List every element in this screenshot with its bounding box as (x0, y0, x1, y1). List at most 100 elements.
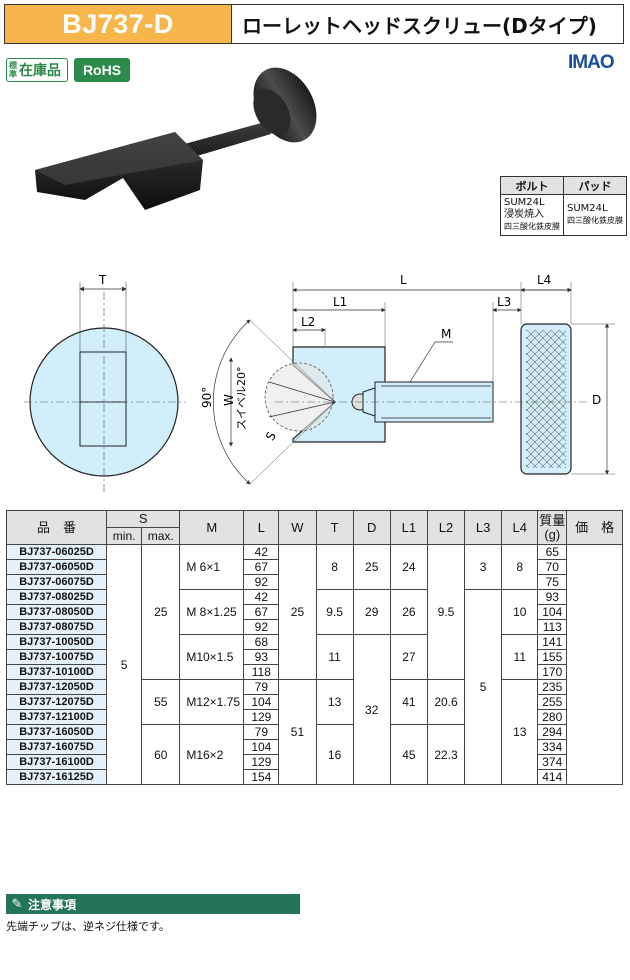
table-row: BJ737-16050D 60 M16×2 79 16 45 22.3 294 (5, 724, 623, 785)
cell-mass: 334 (537, 739, 568, 755)
material-pad: SUM24L 四三酸化鉄皮膜 (563, 194, 627, 236)
header-part-number: 品 番 (5, 510, 108, 545)
material-header-pad: パッド (563, 176, 627, 195)
cell-l: 154 (243, 769, 280, 785)
cell-smax: 55 (141, 679, 181, 725)
rohs-badge: RoHS (74, 58, 130, 82)
cell-l: 92 (243, 574, 280, 590)
caution-title: 注意事項 (28, 897, 77, 912)
pencil-icon: ✎ (11, 896, 23, 912)
cell-l1: 45 (389, 724, 428, 785)
dim-angle-label: 90° (200, 387, 214, 408)
material-header-bolt: ボルト (500, 176, 564, 195)
part-number: BJ737-10100D (5, 664, 108, 680)
cell-t: 9.5 (315, 589, 354, 635)
table-row: BJ737-06075D 92 75 (5, 574, 623, 590)
cell-l4: 13 (501, 679, 539, 785)
part-number: BJ737-12100D (5, 709, 108, 725)
part-number: BJ737-08025D (5, 589, 108, 605)
cell-l1: 26 (389, 589, 428, 635)
header-l3: L3 (464, 510, 503, 545)
header-s-max: max. (141, 527, 181, 545)
dim-l2-label: L2 (301, 315, 315, 329)
cell-l: 104 (243, 694, 280, 710)
cell-l: 79 (243, 724, 280, 740)
cell-l2: 22.3 (426, 724, 466, 785)
cell-l1: 27 (389, 634, 428, 680)
cell-t: 16 (315, 724, 354, 785)
header-mass-label: 質量 (539, 512, 566, 528)
material-table: ボルト パッド SUM24L 浸炭焼入 四三酸化鉄皮膜 SUM24L 四三酸化鉄… (500, 176, 627, 236)
cell-mass: 155 (537, 649, 568, 665)
header-mass: 質量(g) (537, 510, 568, 545)
product-header: BJ737-D ローレットヘッドスクリュー(Dタイプ) (4, 4, 624, 44)
table-row: BJ737-08050D 67 104 (5, 604, 623, 620)
cell-mass: 374 (537, 754, 568, 770)
material-bolt-line: 浸炭焼入 (504, 209, 544, 220)
cell-l1: 24 (389, 544, 428, 590)
cell-mass: 414 (537, 769, 568, 785)
cell-l: 42 (243, 589, 280, 605)
cell-mass: 294 (537, 724, 568, 740)
dim-d-label: D (592, 393, 601, 407)
dim-l-label: L (400, 273, 407, 287)
cell-mass: 235 (537, 679, 568, 695)
cell-mass: 170 (537, 664, 568, 680)
part-number: BJ737-06075D (5, 574, 108, 590)
product-code: BJ737-D (5, 5, 232, 43)
header-l2: L2 (426, 510, 466, 545)
caution-text: 先端チップは、逆ネジ仕様です。 (6, 920, 170, 933)
cell-l: 129 (243, 709, 280, 725)
part-number: BJ737-10075D (5, 649, 108, 665)
table-row: BJ737-08075D 92 113 (5, 619, 623, 635)
dim-m-label: M (441, 327, 451, 341)
part-number: BJ737-16125D (5, 769, 108, 785)
cell-price (566, 544, 623, 785)
cell-mass: 75 (537, 574, 568, 590)
cell-t: 8 (315, 544, 354, 590)
cell-m: M 6×1 (179, 544, 245, 590)
part-number: BJ737-08050D (5, 604, 108, 620)
stock-badge: 標準 在庫品 (6, 58, 68, 82)
material-pad-line: SUM24L (567, 203, 608, 214)
cell-d: 25 (352, 544, 391, 590)
header-t: T (315, 510, 354, 545)
cell-l2: 9.5 (426, 544, 466, 680)
cell-mass: 65 (537, 544, 568, 560)
spec-table: 品 番 S M L W T D L1 L2 L3 L4 質量(g) 価 格 mi… (5, 510, 623, 785)
dim-w-label: W (222, 394, 236, 406)
cell-m: M10×1.5 (179, 634, 245, 680)
cell-l: 42 (243, 544, 280, 560)
table-row: BJ737-16125D 154 414 (5, 769, 623, 785)
cell-smax: 25 (141, 544, 181, 680)
cell-l1: 41 (389, 679, 428, 725)
cell-smax: 60 (141, 724, 181, 785)
dim-t-label: T (98, 273, 107, 287)
part-number: BJ737-10050D (5, 634, 108, 650)
dim-s-label: S (263, 429, 279, 443)
cell-w: 25 (278, 544, 317, 680)
dim-l3-label: L3 (497, 295, 511, 309)
header-s-min: min. (106, 527, 143, 545)
cell-m: M 8×1.25 (179, 589, 245, 635)
cell-mass: 255 (537, 694, 568, 710)
cell-mass: 104 (537, 604, 568, 620)
cell-d: 32 (352, 634, 391, 785)
part-number: BJ737-08075D (5, 619, 108, 635)
table-row: BJ737-12075D 104 255 (5, 694, 623, 710)
material-bolt-line: SUM24L (504, 197, 545, 208)
cell-l3: 3 (464, 544, 503, 590)
table-row: BJ737-06025D 5 25 M 6×1 42 25 8 25 24 9.… (5, 544, 623, 785)
cell-mass: 93 (537, 589, 568, 605)
caution-banner: ✎ 注意事項 (6, 894, 300, 914)
cell-l: 118 (243, 664, 280, 680)
part-number: BJ737-16050D (5, 724, 108, 740)
header-price: 価 格 (566, 510, 623, 545)
header-d: D (352, 510, 391, 545)
table-row: BJ737-12100D 129 280 (5, 709, 623, 725)
cell-l4: 11 (501, 634, 539, 680)
cell-t: 11 (315, 634, 354, 680)
header-l4: L4 (501, 510, 539, 545)
cell-w: 51 (278, 679, 317, 785)
table-row: BJ737-10050D M10×1.5 68 11 32 27 11 141 (5, 634, 623, 785)
